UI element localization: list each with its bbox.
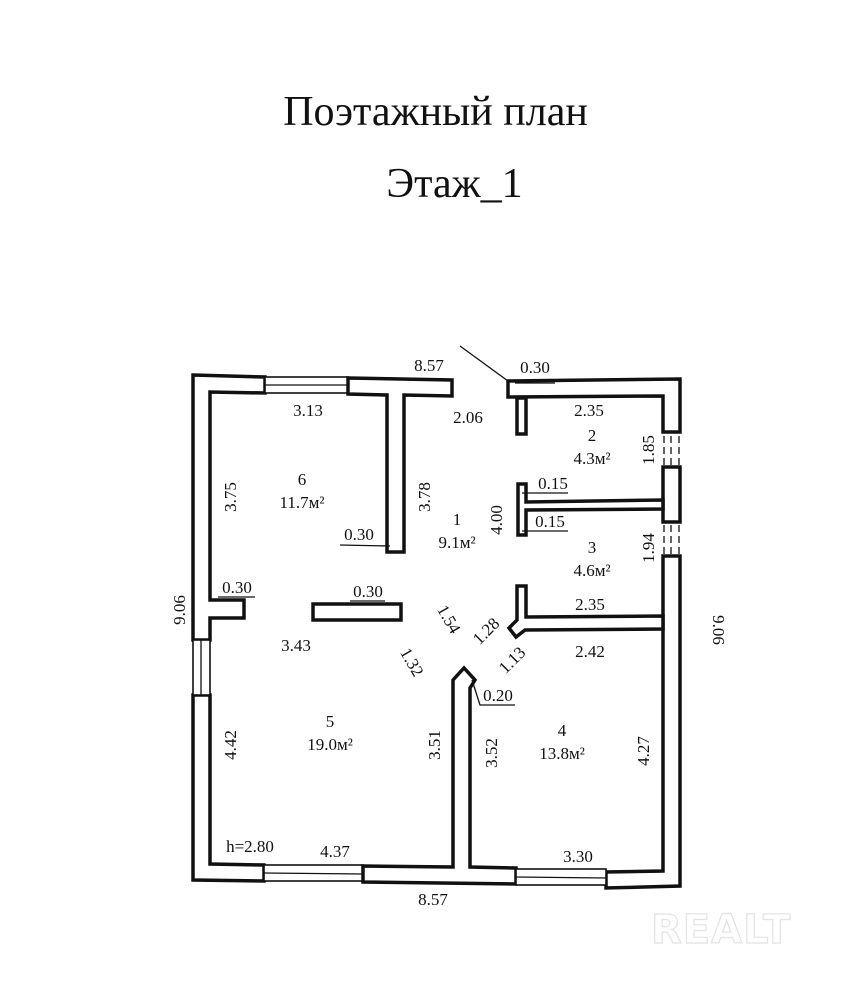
window-room4-bottom-line bbox=[515, 876, 607, 879]
dim-hall-width: 2.06 bbox=[453, 408, 483, 427]
wall-right-lower bbox=[604, 554, 682, 890]
room-5-number: 5 bbox=[326, 712, 335, 731]
window-room3 bbox=[663, 525, 680, 554]
dim-overall-bottom: 8.57 bbox=[418, 890, 448, 909]
window-room2 bbox=[663, 436, 680, 465]
dim-overall-right: 9.06 bbox=[709, 615, 728, 645]
dim-room3-window: 1.94 bbox=[639, 533, 658, 563]
wall-top-mid bbox=[346, 376, 454, 554]
dim-diag-132: 1.32 bbox=[396, 645, 427, 680]
room-3-area: 4.6м² bbox=[573, 561, 610, 580]
partition-3-4 bbox=[506, 584, 665, 640]
room-4-area: 13.8м² bbox=[539, 744, 585, 763]
watermark-logo: REALT bbox=[650, 906, 792, 953]
room-3-number: 3 bbox=[588, 538, 597, 557]
dim-diag-154: 1.54 bbox=[433, 602, 465, 638]
dim-room6-right: 3.78 bbox=[415, 482, 434, 512]
dim-hall-height: 4.00 bbox=[487, 505, 506, 535]
partition-free bbox=[311, 602, 403, 622]
room-6-area: 11.7м² bbox=[280, 493, 325, 512]
room-6-number: 6 bbox=[298, 470, 307, 489]
room-5-area: 19.0м² bbox=[307, 735, 353, 754]
dim-room2-width: 2.35 bbox=[574, 401, 604, 420]
dim-room3-width: 2.35 bbox=[575, 595, 605, 614]
dim-diag-128: 1.28 bbox=[469, 614, 503, 648]
floor-title: Этаж_1 bbox=[386, 161, 523, 207]
dim-room2-window: 1.85 bbox=[639, 435, 658, 465]
room-1-number: 1 bbox=[453, 510, 462, 529]
dim-room4-bottom: 3.30 bbox=[563, 847, 593, 866]
dim-room5-bottom: 4.37 bbox=[320, 842, 350, 861]
room-2-area: 4.3м² bbox=[573, 449, 610, 468]
wall-top-right bbox=[506, 377, 682, 434]
dim-overall-left: 9.06 bbox=[170, 595, 189, 625]
wall-stub-top bbox=[515, 396, 528, 436]
dim-thickness-030-d: 0.30 bbox=[353, 582, 383, 601]
window-room5-bottom-line bbox=[263, 872, 364, 875]
dim-room5-top: 3.43 bbox=[281, 636, 311, 655]
dim-room4-left: 3.52 bbox=[482, 738, 501, 768]
plan-title: Поэтажный план bbox=[283, 89, 588, 135]
door-swing bbox=[459, 345, 509, 382]
dim-partition-015-a: 0.15 bbox=[538, 474, 568, 493]
wall-right-mid bbox=[661, 465, 682, 524]
ceiling-height: h=2.80 bbox=[226, 837, 274, 856]
dim-partition-020: 0.20 bbox=[483, 686, 513, 705]
dim-room5-right: 3.51 bbox=[425, 730, 444, 760]
wall-bottom-mid bbox=[361, 665, 518, 886]
dim-thickness-030-b: 0.30 bbox=[520, 358, 550, 377]
partition-2-3 bbox=[516, 482, 665, 537]
dim-diag-113: 1.13 bbox=[495, 643, 529, 677]
dim-room4-right: 4.27 bbox=[634, 736, 653, 766]
dim-thickness-030-c: 0.30 bbox=[222, 578, 252, 597]
room-4-number: 4 bbox=[558, 721, 567, 740]
dim-room6-left: 3.75 bbox=[221, 482, 240, 512]
dim-room4-top: 2.42 bbox=[575, 642, 605, 661]
room-1-area: 9.1м² bbox=[438, 533, 475, 552]
room-2-number: 2 bbox=[588, 426, 597, 445]
leader-030-a bbox=[339, 544, 391, 547]
leader-020 bbox=[471, 679, 515, 706]
dim-thickness-030-a: 0.30 bbox=[344, 525, 374, 544]
dim-room6-width: 3.13 bbox=[293, 401, 323, 420]
dim-partition-015-b: 0.15 bbox=[535, 512, 565, 531]
dim-room5-left: 4.42 bbox=[221, 730, 240, 760]
dim-overall-top: 8.57 bbox=[414, 356, 444, 375]
outer-walls bbox=[191, 345, 682, 890]
